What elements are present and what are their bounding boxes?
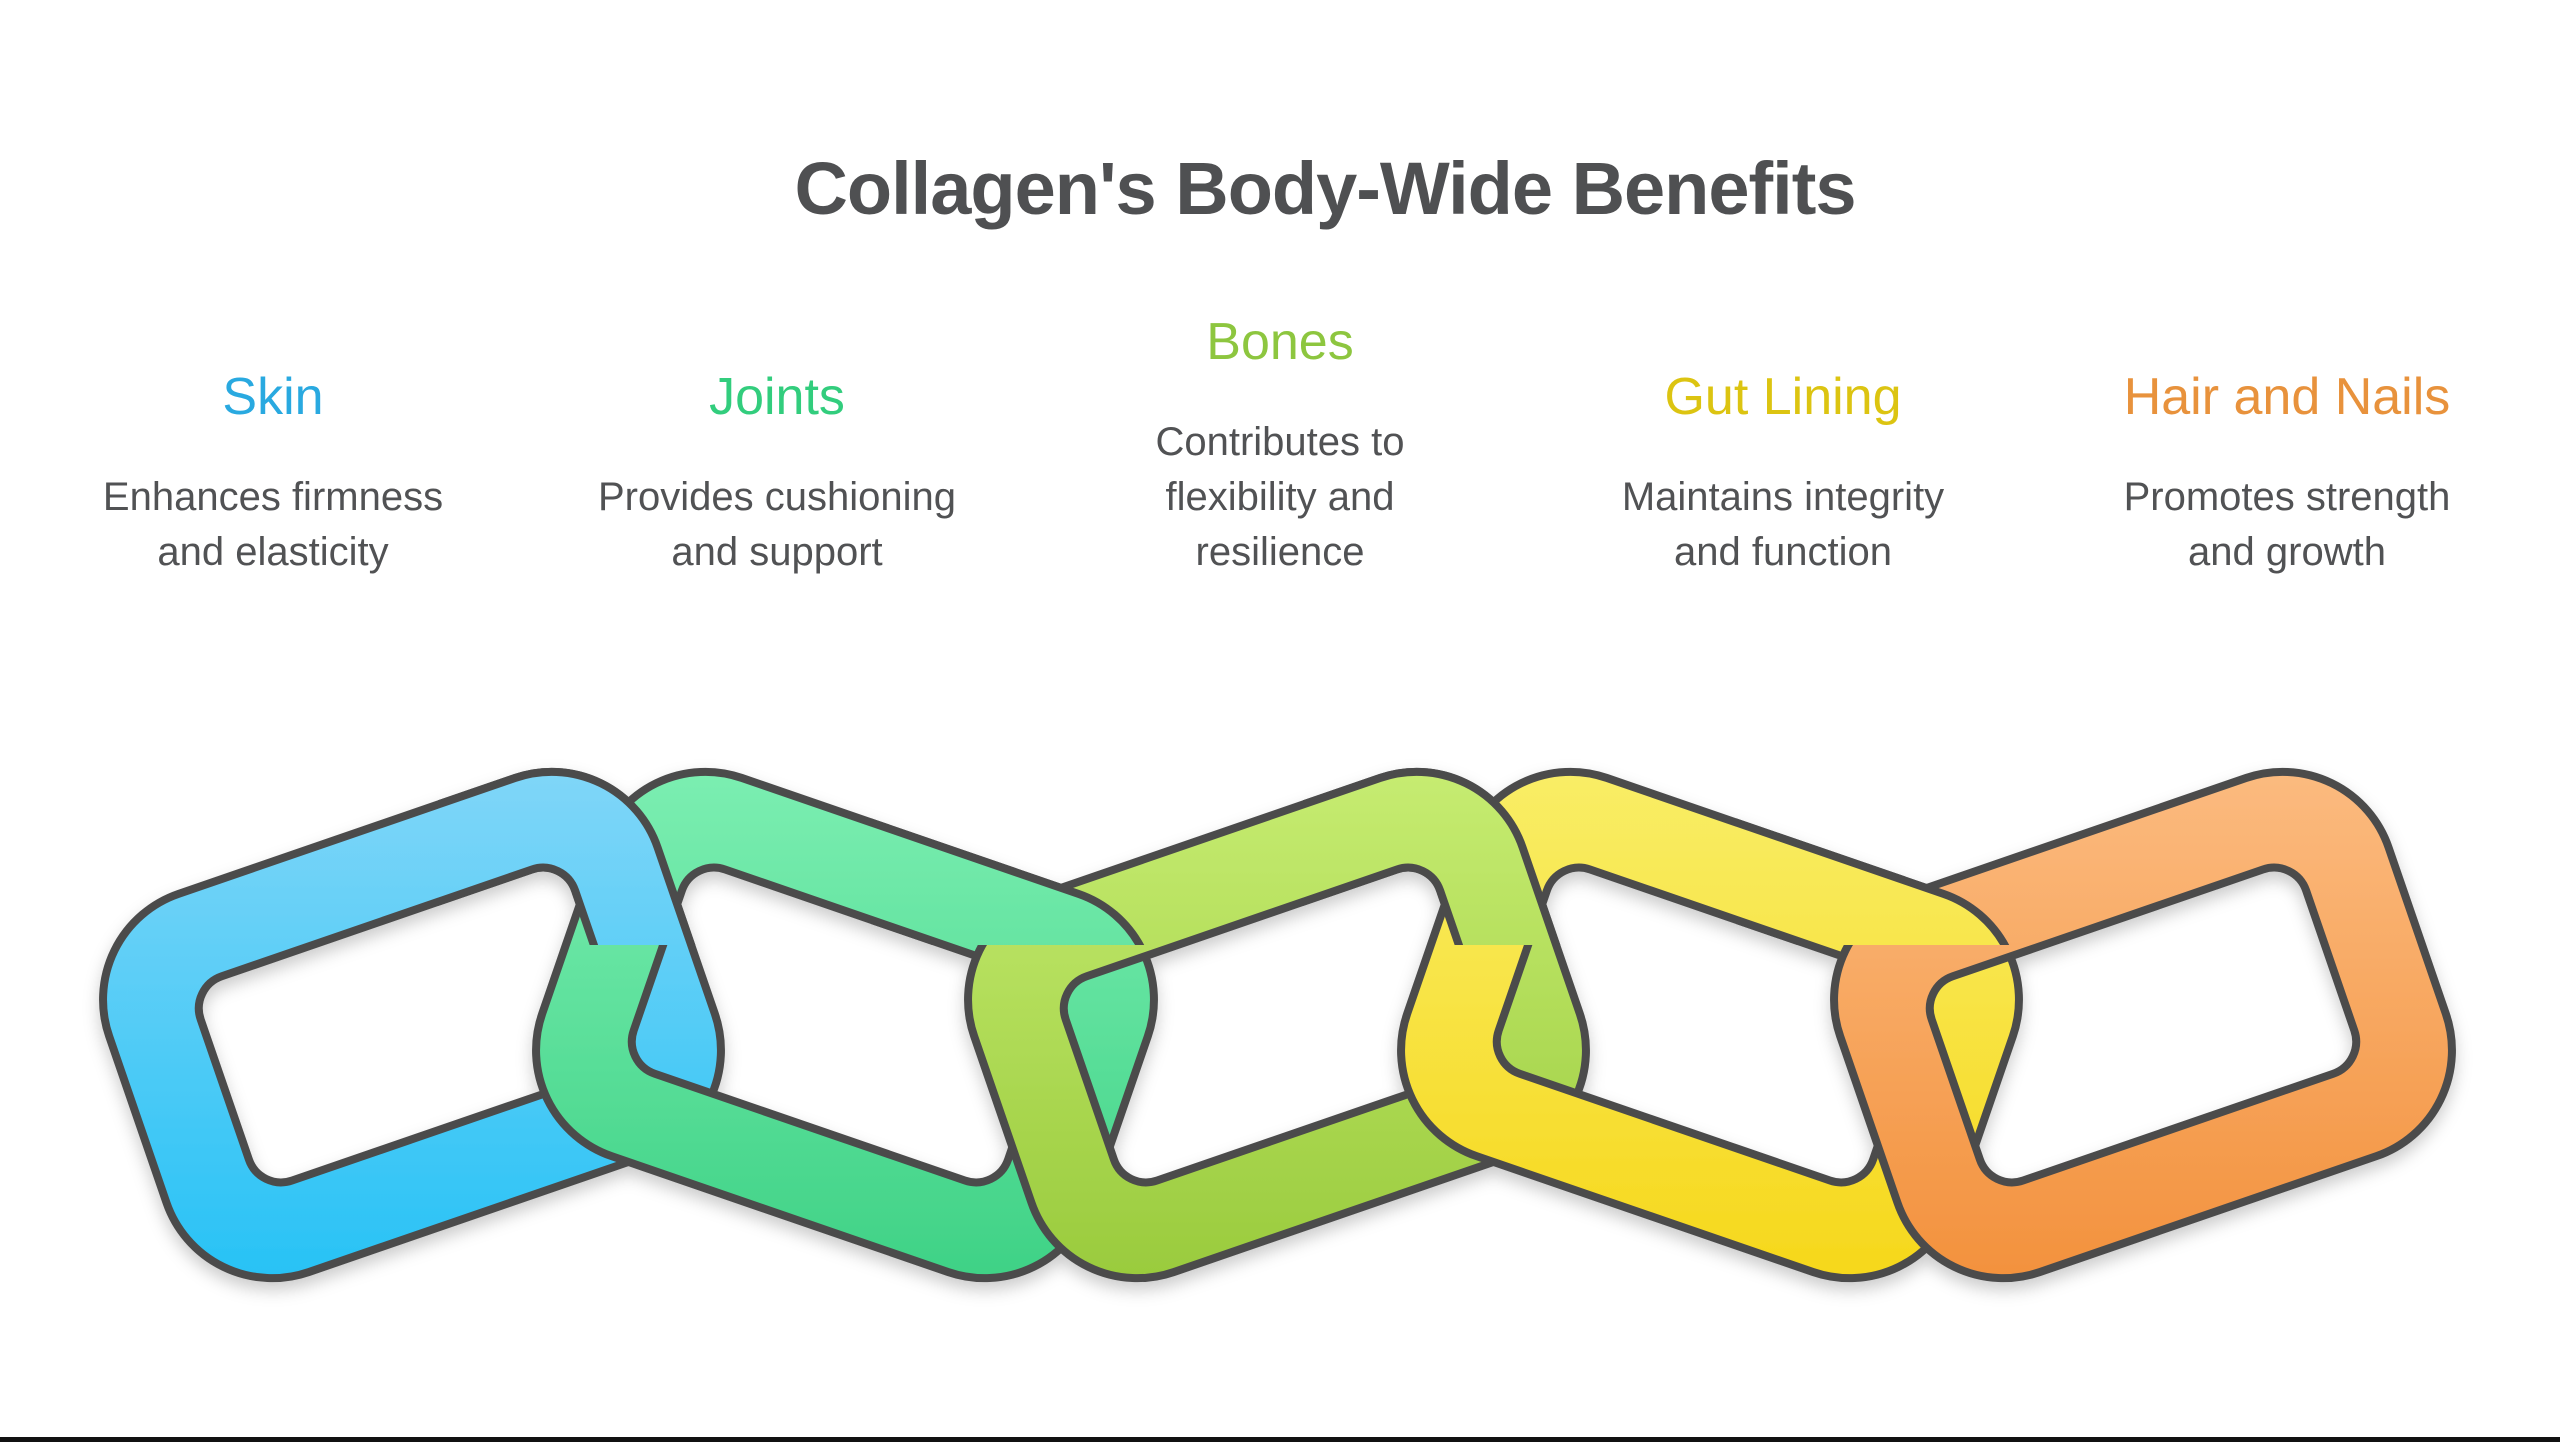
page-title: Collagen's Body-Wide Benefits xyxy=(794,147,1856,230)
chain-link-bones xyxy=(1303,767,1590,945)
benefit-description-bones: Contributes to flexibility and resilienc… xyxy=(1155,420,1405,574)
benefit-column-skin: Skin Enhances firmness and elasticity xyxy=(23,280,523,580)
benefit-heading-hair-and-nails: Hair and Nails xyxy=(2123,368,2451,427)
benefit-column-bones: Bones Contributes to flexibility and res… xyxy=(1030,280,1530,580)
chain-weave-patch xyxy=(1303,767,1590,945)
chain-link-skin xyxy=(438,767,725,945)
bottom-border xyxy=(0,1437,2560,1442)
benefit-description-hair-and-nails: Promotes strength and growth xyxy=(2123,475,2451,574)
benefit-description-joints: Provides cushioning and support xyxy=(598,475,956,574)
benefit-heading-gut-lining: Gut Lining xyxy=(1664,368,1902,427)
chain-link-joints xyxy=(871,767,1158,945)
benefit-column-joints: Joints Provides cushioning and support xyxy=(527,280,1027,580)
benefit-description-skin: Enhances firmness and elasticity xyxy=(102,475,444,574)
benefit-column-gut-lining: Gut Lining Maintains integrity and funct… xyxy=(1533,280,2033,580)
chain-weave-patch xyxy=(1736,767,2023,945)
benefit-column-hair-and-nails: Hair and Nails Promotes strength and gro… xyxy=(2037,280,2537,580)
chain-weave-patch xyxy=(871,767,1158,945)
chain-link-gut-lining xyxy=(1736,767,2023,945)
chain-weave-patch xyxy=(438,767,725,945)
benefit-heading-bones: Bones xyxy=(1206,313,1354,372)
benefit-heading-skin: Skin xyxy=(222,368,324,427)
benefit-description-gut-lining: Maintains integrity and function xyxy=(1621,475,1945,574)
chain-link-hair-and-nails xyxy=(1830,767,2456,1283)
benefit-heading-joints: Joints xyxy=(709,368,845,427)
